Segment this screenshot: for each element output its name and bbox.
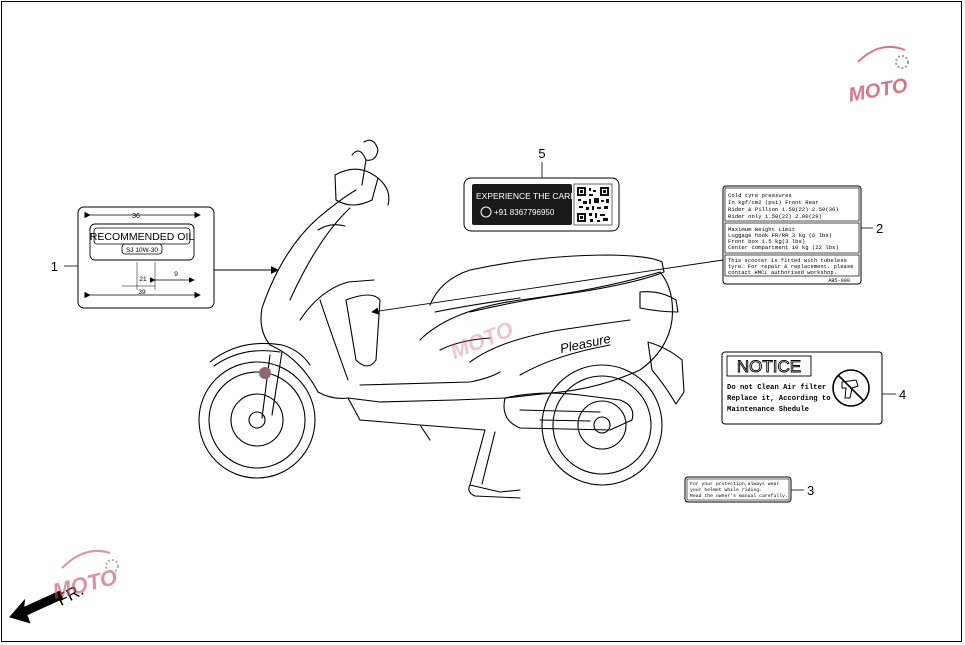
tyre-row-0: This scooter is fitted with tubeless	[728, 257, 847, 264]
pressure-row-2: Rider & Pillion 1.50(22) 2.50(36)	[728, 206, 839, 213]
oil-grade-text: SJ 10W-30	[126, 247, 158, 254]
pressure-row-3: Rider only 1.50(22) 2.00(29)	[728, 213, 822, 220]
qr-code-icon	[577, 187, 609, 222]
callout-1: 1	[51, 259, 58, 274]
leader-line-2	[371, 259, 724, 315]
scooter-reflector	[259, 367, 271, 379]
weight-row-0: Maximum Weight Limit	[728, 226, 795, 233]
pressure-row-0: Cold tyre pressures	[728, 192, 792, 199]
label-recommended-oil: 36 RECOMMENDED OIL SJ 10W-30 21 9 39	[77, 206, 215, 309]
dim-right-text: 9	[174, 271, 178, 278]
watermark-top-right: MOTO	[847, 46, 910, 107]
watermark-text-bottom: MOTO	[50, 564, 120, 604]
callout-2: 2	[876, 221, 883, 236]
dim-bottom-text: 39	[138, 289, 146, 296]
watermark-text-top: MOTO	[847, 75, 910, 107]
helmet-row-0: For your protection,always wear	[690, 481, 779, 487]
tyre-row-1: tyre. For repair & replacement. please	[728, 263, 853, 270]
no-air-gun-icon	[832, 369, 870, 407]
dim-mid-text: 21	[139, 276, 147, 283]
label-notice: NOTICE Do not Clean Air filter Replace i…	[721, 351, 883, 425]
pressure-row-1: In kgf/cm2 (psi) Front Rear	[728, 199, 819, 206]
scooter-brand-logo: Pleasure	[559, 331, 612, 356]
notice-row-0: Do not Clean Air filter	[727, 384, 826, 392]
notice-row-1: Replace it, According to	[727, 395, 831, 403]
scooter-drawing	[198, 139, 685, 499]
tyre-row-2: contact HMCL authorised workshop.	[728, 269, 837, 276]
weight-row-1: Luggage hook FR/RR 3 kg (6 lbs)	[728, 232, 832, 239]
callout-3: 3	[807, 483, 814, 498]
dim-top-text: 36	[132, 213, 140, 220]
care-title-text: EXPERIENCE THE CARE	[476, 191, 576, 201]
watermark-text-center: MOTO	[447, 316, 517, 364]
callout-4: 4	[899, 387, 906, 402]
notice-row-2: Maintenance Shedule	[727, 406, 809, 414]
callout-5: 5	[538, 146, 545, 161]
notice-title-text: NOTICE	[737, 357, 801, 376]
helmet-row-2: Read the owner's manual carefully.	[690, 493, 788, 499]
care-phone-text: +91 8367796950	[494, 208, 555, 217]
label-experience-care: EXPERIENCE THE CARE +91 8367796950	[463, 177, 620, 232]
label-helmet: For your protection,always wear your hel…	[684, 476, 792, 503]
watermark-bottom-left: MOTO	[50, 549, 120, 604]
label-tyre-pressure: Cold tyre pressures In kgf/cm2 (psi) Fro…	[722, 185, 862, 285]
helmet-row-1: your helmet while riding.	[690, 487, 762, 493]
watermark-center: MOTO	[447, 316, 517, 364]
tyre-label-code: AB5-000	[828, 278, 850, 284]
oil-title-text: RECOMMENDED OIL	[90, 231, 195, 243]
weight-row-2: Front box 1.5 kg(3 lbs)	[728, 238, 805, 245]
weight-row-3: Center compartment 10 kg (22 lbs)	[728, 244, 839, 251]
